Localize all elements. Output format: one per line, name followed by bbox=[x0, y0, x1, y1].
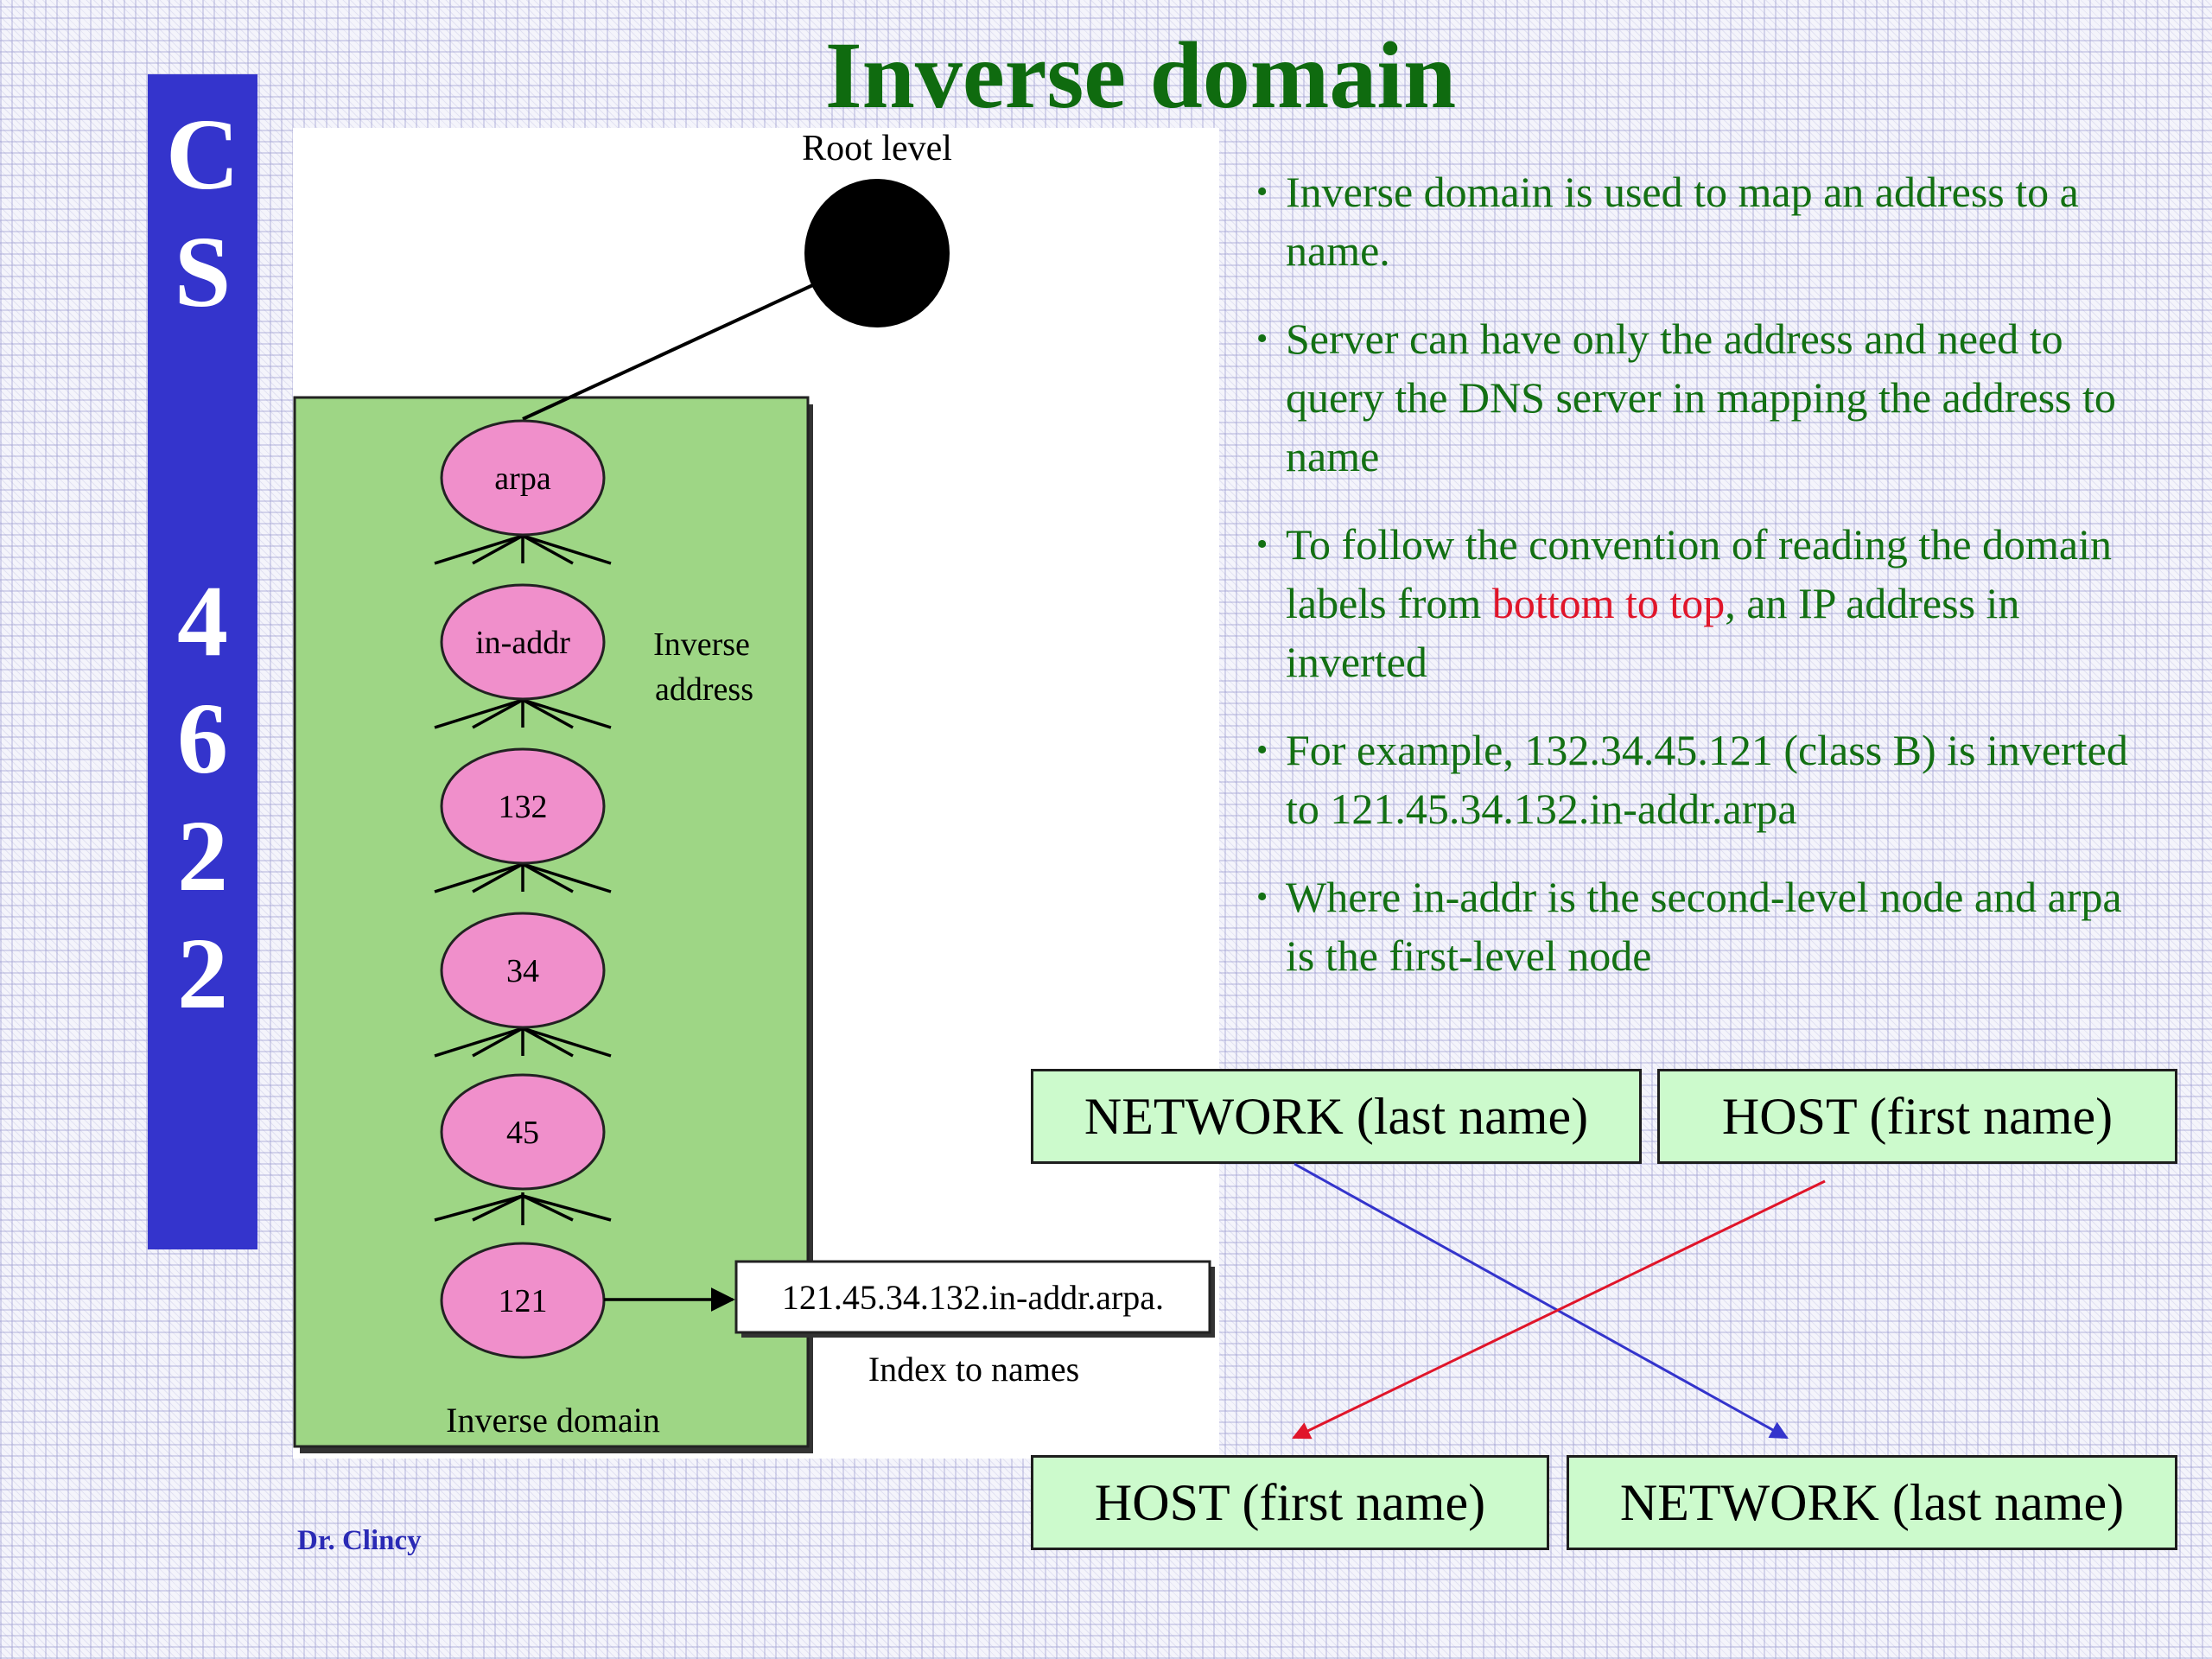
bullet-text: Inverse domain is used to map an address… bbox=[1286, 168, 2079, 275]
host-first-name-box: HOST (first name) bbox=[1031, 1455, 1549, 1550]
host-first-name-box: HOST (first name) bbox=[1657, 1069, 2177, 1164]
bullet-highlight: bottom to top bbox=[1491, 579, 1726, 627]
node-label: arpa bbox=[494, 461, 551, 497]
result-address: 121.45.34.132.in-addr.arpa. bbox=[782, 1278, 1164, 1317]
bullet-dot: • bbox=[1256, 732, 1268, 768]
34-connector bbox=[434, 1025, 612, 1058]
tree-node-45: 45 bbox=[440, 1073, 606, 1191]
bullet-dot: • bbox=[1256, 321, 1268, 357]
bullet-text: To follow the convention of reading the … bbox=[1286, 520, 2112, 627]
bullet-item: • Server can have only the address and n… bbox=[1253, 309, 2152, 486]
tree-node-in-addr: in-addr bbox=[440, 583, 606, 701]
network-last-name-box: NETWORK (last name) bbox=[1031, 1069, 1642, 1164]
course-letter: 2 bbox=[177, 799, 228, 912]
in-addr-connector bbox=[434, 696, 612, 729]
45-connector bbox=[434, 1192, 612, 1225]
root-node bbox=[804, 179, 950, 327]
bullet-text: Server can have only the address and nee… bbox=[1286, 315, 2116, 480]
node-label: in-addr bbox=[475, 625, 570, 661]
inverse-address-label: Inverse bbox=[653, 626, 750, 663]
index-to-names-label: Index to names bbox=[868, 1350, 1079, 1389]
network-swap-arrow bbox=[1294, 1162, 1789, 1440]
bullet-dot: • bbox=[1256, 879, 1268, 915]
course-letter: 2 bbox=[177, 917, 228, 1030]
bullet-item: • To follow the convention of reading th… bbox=[1253, 515, 2152, 691]
bullet-item: • For example, 132.34.45.121 (class B) i… bbox=[1253, 721, 2152, 838]
footer-author: Dr. Clincy bbox=[297, 1525, 422, 1556]
bullet-text: Where in-addr is the second-level node a… bbox=[1286, 873, 2122, 980]
root-level-label: Root level bbox=[802, 129, 952, 168]
node-label: 34 bbox=[506, 953, 539, 989]
inverse-address-label: address bbox=[655, 671, 753, 708]
course-letter: C bbox=[165, 98, 240, 211]
host-swap-arrow bbox=[1292, 1179, 1826, 1440]
node-label: 45 bbox=[506, 1115, 539, 1151]
network-last-name-box: NETWORK (last name) bbox=[1567, 1455, 2177, 1550]
course-sidebar: C S 4 6 2 2 bbox=[148, 74, 257, 1249]
bullet-item: • Inverse domain is used to map an addre… bbox=[1253, 162, 2152, 280]
course-letter: S bbox=[174, 215, 232, 328]
course-letter: 6 bbox=[177, 682, 228, 795]
node-label: 121 bbox=[499, 1283, 548, 1319]
tree-node-121: 121 bbox=[440, 1242, 606, 1359]
arpa-connector bbox=[434, 532, 612, 565]
course-letter: 4 bbox=[177, 564, 228, 677]
tree-node-arpa: arpa bbox=[440, 419, 606, 537]
bullet-text: For example, 132.34.45.121 (class B) is … bbox=[1286, 726, 2128, 833]
node-label: 132 bbox=[499, 789, 548, 825]
slide-title: Inverse domain bbox=[824, 22, 1457, 128]
bullet-item: • Where in-addr is the second-level node… bbox=[1253, 868, 2152, 985]
inverse-domain-label: Inverse domain bbox=[446, 1401, 660, 1440]
tree-node-34: 34 bbox=[440, 912, 606, 1029]
bullet-list: • Inverse domain is used to map an addre… bbox=[1253, 162, 2152, 1014]
bullet-dot: • bbox=[1256, 526, 1268, 563]
result-box bbox=[734, 1260, 1211, 1334]
bullet-text: , an IP address in inverted bbox=[1286, 579, 2020, 686]
root-edge bbox=[522, 282, 817, 421]
132-connector bbox=[434, 861, 612, 893]
bullet-dot: • bbox=[1256, 174, 1268, 210]
tree-node-132: 132 bbox=[440, 747, 606, 865]
